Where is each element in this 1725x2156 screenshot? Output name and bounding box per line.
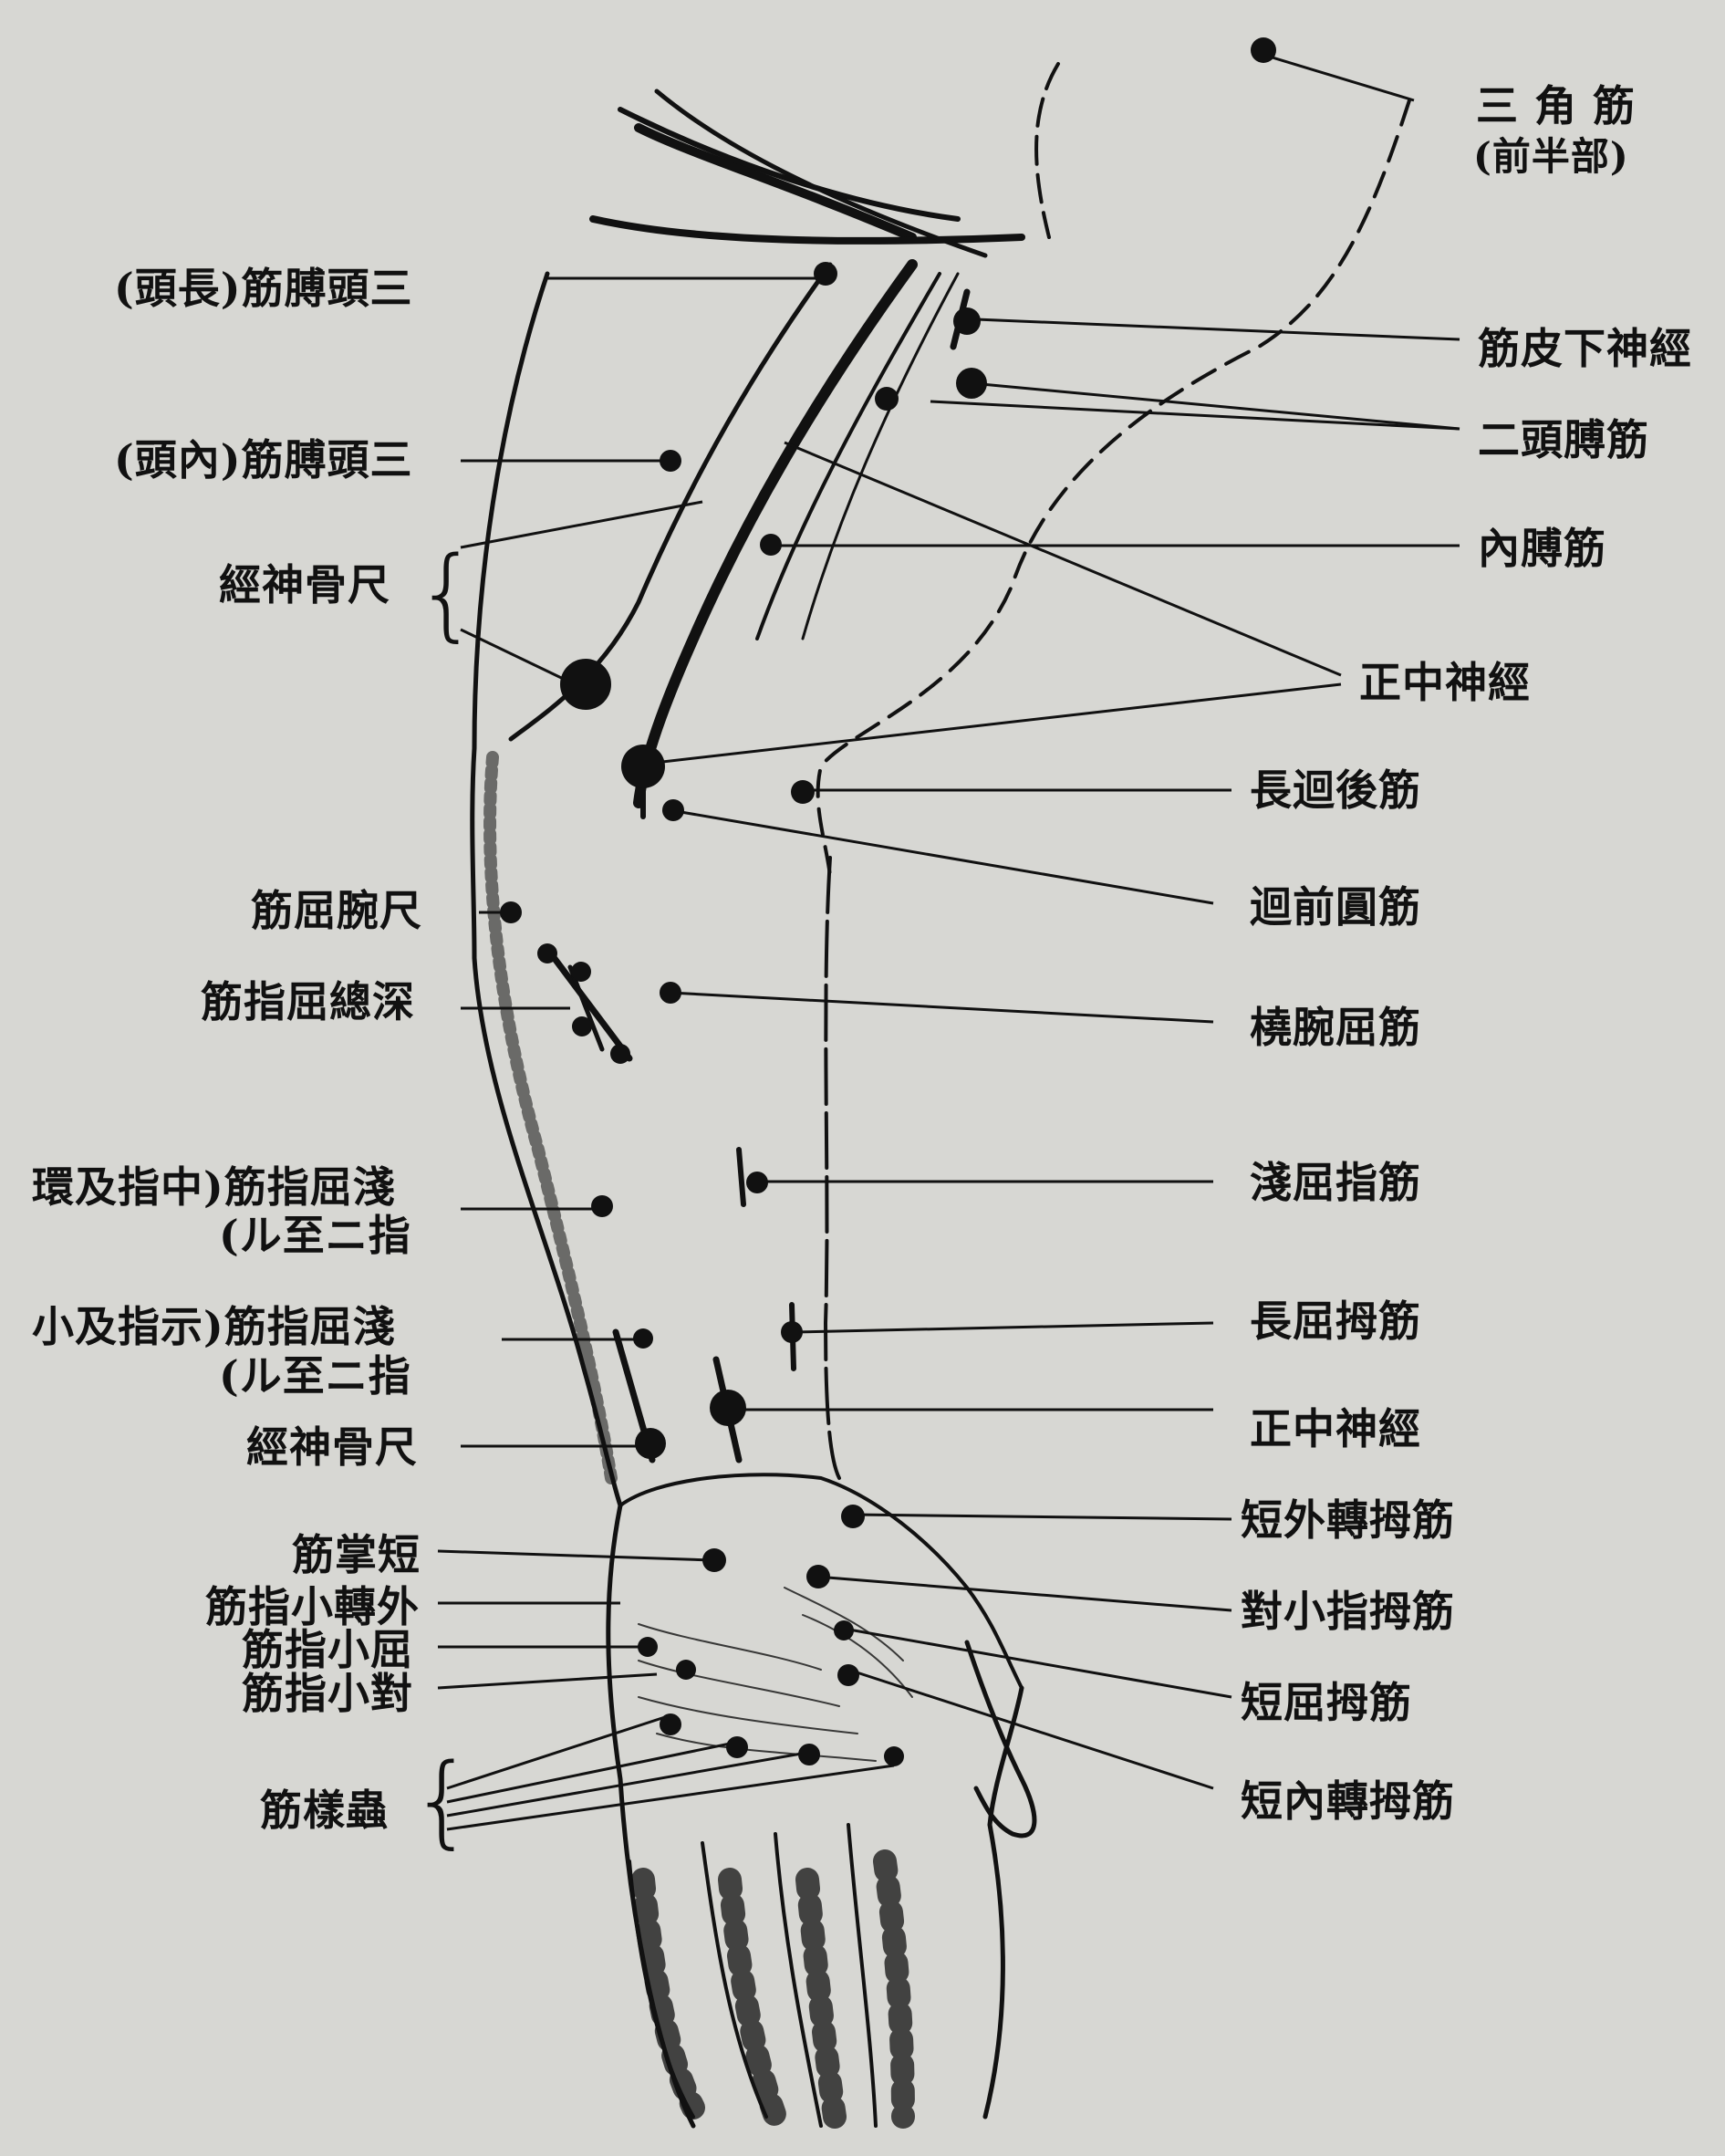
label-musculocutaneous: 筋皮下神經 <box>1478 325 1692 372</box>
label-flexor-pollicis-brevis: 短屈拇筋 <box>1241 1679 1412 1726</box>
label-fds-index-little-sub: (ル至ニ指 <box>219 1352 411 1400</box>
label-flexor-carpi-radialis: 橈腕屈筋 <box>1250 1004 1421 1051</box>
label-ulnar-nerve-upper: 經神骨尺 <box>219 561 390 609</box>
arm-ulnar-shading <box>490 757 611 1478</box>
label-median-nerve-lower: 正中神經 <box>1250 1405 1421 1453</box>
label-fds-ring-middle-sub: (ル至ニ指 <box>219 1212 411 1259</box>
label-abductor-pollicis-brevis: 短外轉拇筋 <box>1241 1496 1455 1544</box>
label-fds-index-little: 小及指示)筋指屈淺 <box>32 1303 396 1350</box>
arm-radial-contour <box>826 858 839 1478</box>
label-flexor-digitorum-superficialis: 淺屈指筋 <box>1250 1159 1421 1206</box>
label-flexor-carpi-ulnaris: 筋屈腕尺 <box>251 887 422 934</box>
label-pronator-teres: 迴前圓筋 <box>1250 883 1421 931</box>
thumb <box>967 1642 1034 1836</box>
label-opponens-pollicis: 對小指拇筋 <box>1241 1588 1455 1635</box>
label-opponens-digiti-minimi: 筋指小對 <box>242 1670 413 1717</box>
label-biceps: 二頭膊筋 <box>1478 416 1649 463</box>
label-ulnar-nerve-lower: 經神骨尺 <box>246 1423 418 1471</box>
label-flexor-pollicis-longus: 長屈拇筋 <box>1250 1297 1421 1345</box>
label-adductor-pollicis-brevis: 短內轉拇筋 <box>1241 1777 1455 1825</box>
brace-ulnar-nerve: { <box>415 543 479 643</box>
torso-contour <box>818 100 1409 876</box>
label-triceps-medial: (頭內)筋膊頭三 <box>114 436 413 484</box>
label-triceps-long: (頭長)筋膊頭三 <box>114 265 413 312</box>
label-median-nerve-upper: 正中神經 <box>1359 659 1531 706</box>
label-brachialis: 內膊筋 <box>1478 525 1606 572</box>
label-palmaris-brevis: 筋掌短 <box>292 1531 421 1578</box>
label-flexor-digiti-minimi: 筋指小屈 <box>242 1626 413 1673</box>
brace-lumbricals: { <box>410 1750 474 1850</box>
label-flexor-digitorum-profundus: 筋指屈總深 <box>201 978 415 1026</box>
label-fds-ring-middle: 環及指中)筋指屈淺 <box>32 1163 396 1211</box>
shoulder-contour <box>1036 64 1058 237</box>
label-deltoid: 三 角 筋 <box>1476 82 1636 130</box>
label-abductor-digiti-minimi: 筋指小轉外 <box>205 1583 420 1630</box>
label-lumbricals: 筋樣蟲 <box>260 1786 389 1834</box>
label-supinator-longus: 長迴後筋 <box>1250 766 1421 814</box>
label-deltoid-sub: (前半部) <box>1473 135 1629 179</box>
